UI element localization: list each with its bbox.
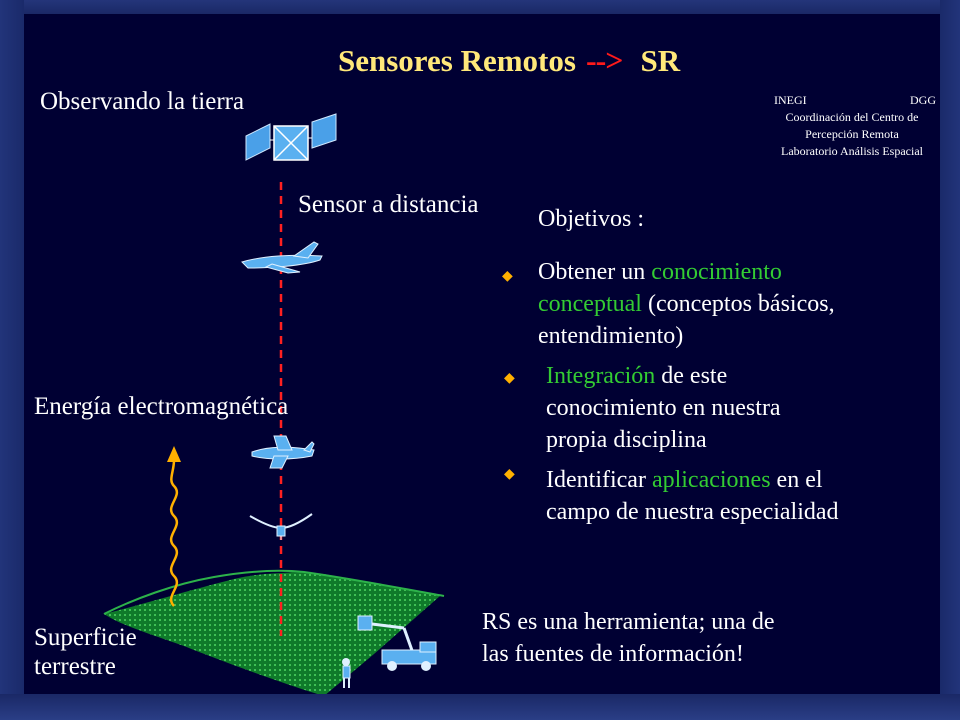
person-icon xyxy=(342,658,351,688)
credits-line3: Laboratorio Análisis Espacial xyxy=(781,144,923,158)
objective-2-post: de este conocimiento en nuestra propia d… xyxy=(546,363,781,453)
objective-3: Identificar aplicaciones en el campo de … xyxy=(546,464,846,528)
credits-line1: Coordinación del Centro de xyxy=(785,110,919,124)
label-surface-line1: Superficie xyxy=(34,624,137,651)
credits-org-right: DGG xyxy=(910,93,936,107)
label-surface: Superficie terrestre xyxy=(34,623,137,681)
title-main: Sensores Remotos xyxy=(338,43,576,78)
label-observing: Observando la tierra xyxy=(40,88,245,115)
credits-org: INEGI xyxy=(774,93,807,107)
title-arrow: --> xyxy=(585,42,624,78)
credits-org-row: INEGI DGG xyxy=(768,92,936,109)
label-energy: Energía electromagnética xyxy=(34,393,289,420)
satellite-icon xyxy=(245,113,337,161)
objective-3-pre: Identificar xyxy=(546,467,652,493)
credits-block: INEGI DGG Coordinación del Centro de Per… xyxy=(768,92,936,160)
bullet-diamond-icon: ◆ xyxy=(504,371,515,386)
objective-1-pre: Obtener un xyxy=(538,259,652,285)
objective-2-highlight: Integración xyxy=(546,363,656,389)
objective-1: Obtener un conocimiento conceptual (conc… xyxy=(538,256,838,352)
frame-right xyxy=(940,0,960,720)
bullet-diamond-icon: ◆ xyxy=(504,467,515,482)
objective-3-highlight: aplicaciones xyxy=(651,467,771,493)
footer-line1: RS es una herramienta; una de xyxy=(482,609,775,635)
frame-left xyxy=(0,0,24,720)
bullet-diamond-icon: ◆ xyxy=(502,269,513,284)
footer-statement: RS es una herramienta; una de las fuente… xyxy=(482,606,775,670)
glider-icon xyxy=(249,513,313,540)
frame-bottom xyxy=(0,694,960,720)
objective-1-post: (conceptos básicos, entendimiento) xyxy=(538,291,835,349)
objective-2: Integración de este conocimiento en nues… xyxy=(546,360,836,456)
jet-icon xyxy=(241,241,323,274)
title-abbrev: SR xyxy=(640,43,681,78)
slide-canvas: Sensores Remotos --> SR Observando la tier… xyxy=(24,14,940,694)
crane-truck-icon xyxy=(357,615,437,671)
footer-line2: las fuentes de información! xyxy=(482,641,744,667)
label-surface-line2: terrestre xyxy=(34,653,116,680)
scene-illustration xyxy=(103,113,445,694)
objective-3-post: en el campo de nuestra especialidad xyxy=(546,467,839,525)
label-sensor: Sensor a distancia xyxy=(298,191,479,218)
objectives-heading: Objetivos : xyxy=(538,206,644,232)
credits-line2: Percepción Remota xyxy=(805,127,899,141)
slide-title: Sensores Remotos --> SR xyxy=(338,42,680,79)
airplane-icon xyxy=(251,435,315,469)
objective-1-highlight: conocimiento conceptual xyxy=(538,259,782,317)
ground-surface xyxy=(103,569,445,694)
energy-wave-icon xyxy=(167,446,181,607)
frame-top xyxy=(0,0,960,14)
